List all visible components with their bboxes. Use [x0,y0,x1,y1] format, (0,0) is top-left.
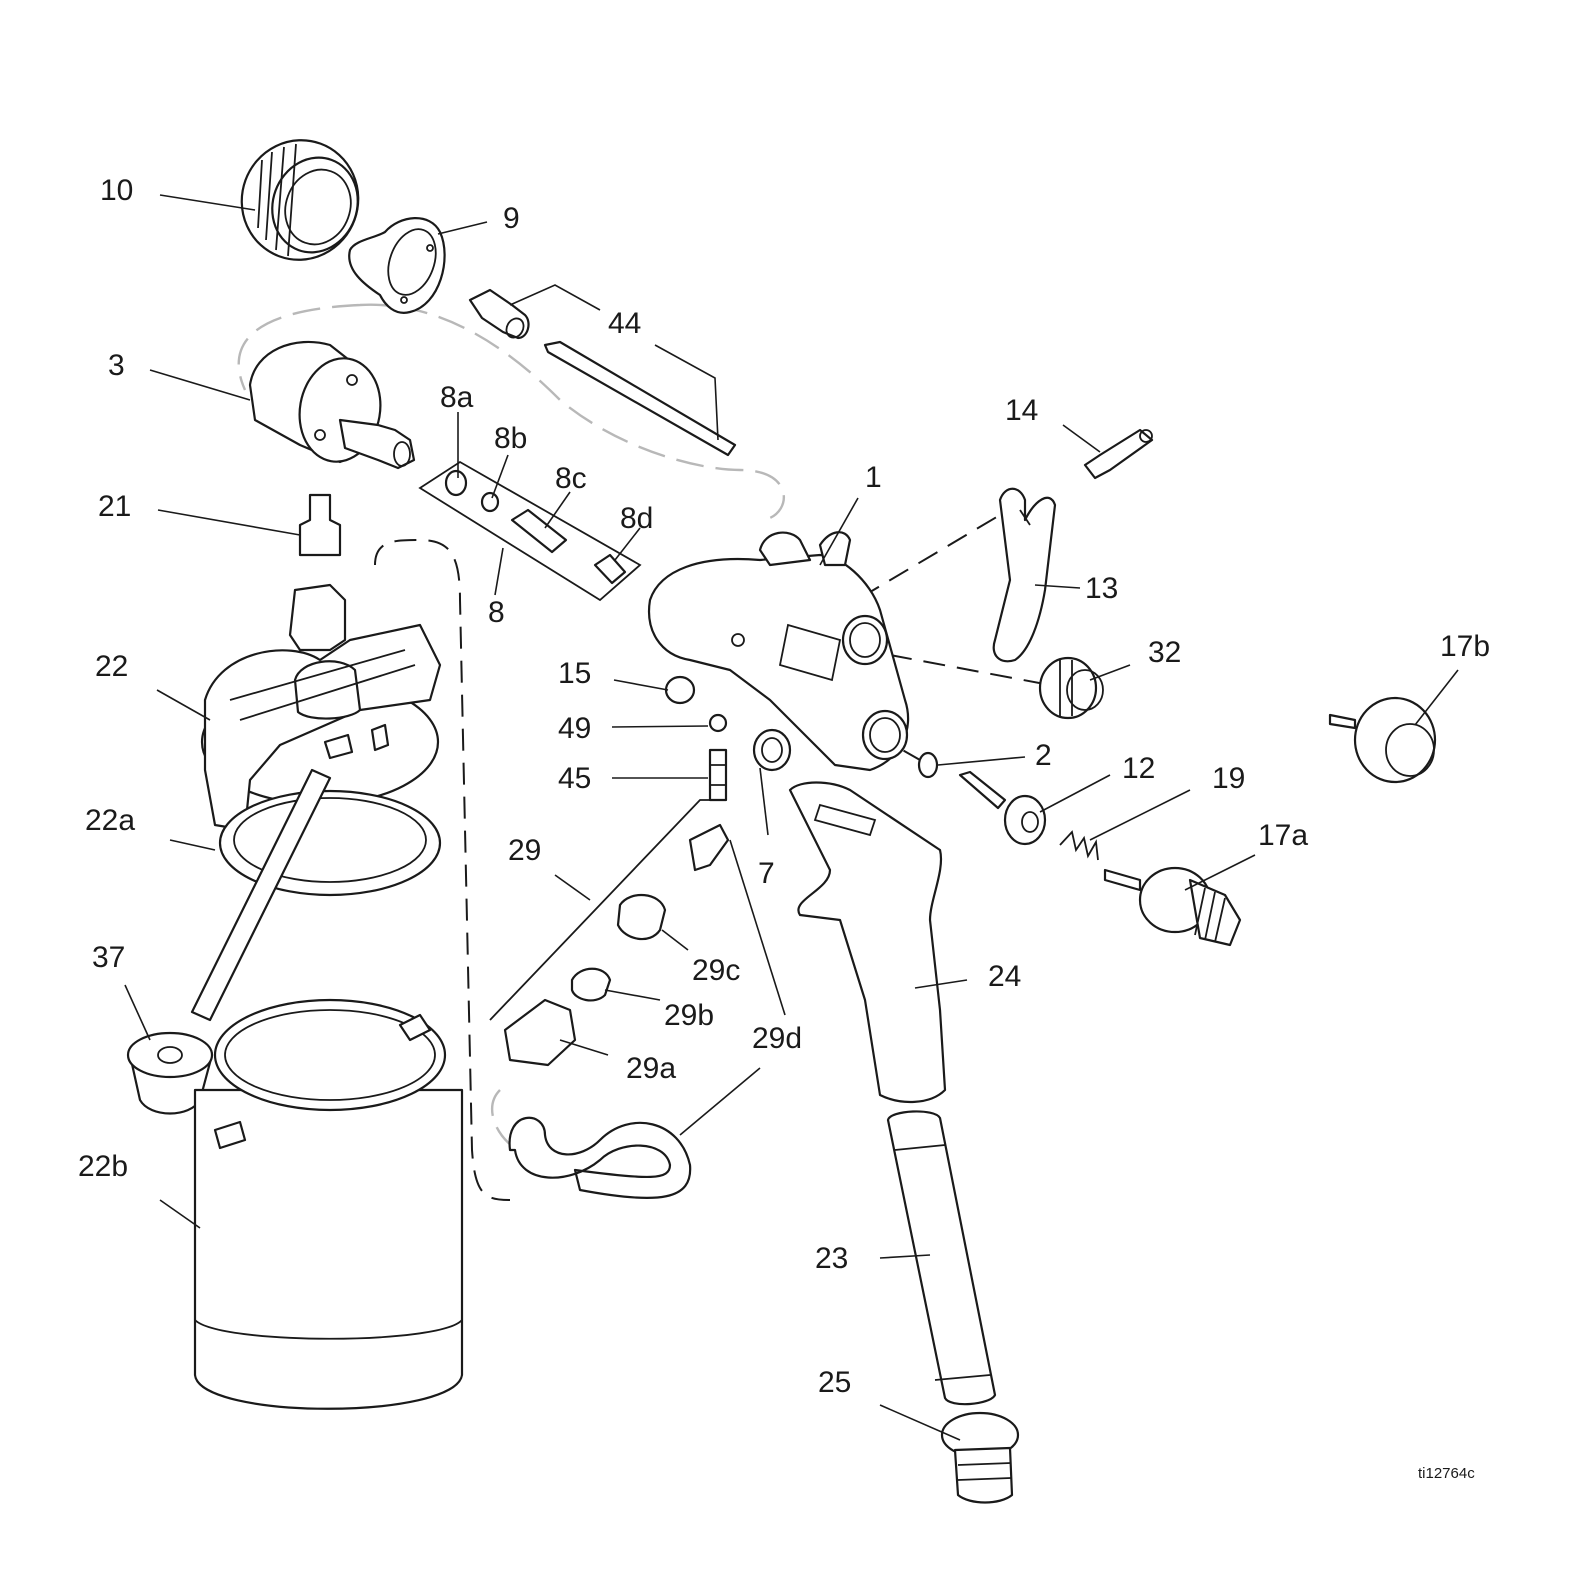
part-1-gun-body [647,531,910,772]
callout-29c: 29c [692,954,740,987]
part-15-plug [664,675,696,705]
part-13-trigger [992,487,1057,663]
callout-29d: 29d [752,1022,802,1055]
part-3-fluid-housing [248,340,416,470]
pickup-tube [190,768,332,1022]
leader-lines [124,194,1459,1441]
callout-22: 22 [95,650,128,683]
callout-17a: 17a [1258,819,1308,852]
drawing-id: ti12764c [1418,1465,1475,1482]
callout-2: 2 [1035,739,1052,772]
part-29-pump-kit [489,799,730,1199]
part-22b-cup [193,998,464,1410]
callout-29a: 29a [626,1052,676,1085]
callout-8: 8 [488,596,505,629]
callout-8d: 8d [620,502,653,535]
part-8c [510,508,568,554]
callout-17b: 17b [1440,630,1490,663]
callout-15: 15 [558,657,591,690]
part-29d-hose [508,1116,692,1199]
callout-14: 14 [1005,394,1038,427]
callout-32: 32 [1148,636,1181,669]
part-29b [570,967,612,1002]
part-2-oring [917,751,939,779]
part-23-tube [886,1110,997,1406]
callout-22b: 22b [78,1150,128,1183]
part-9-air-cap [348,217,446,314]
part-10-retaining-ring [240,139,360,261]
callout-24: 24 [988,960,1021,993]
callout-10: 10 [100,174,133,207]
callout-21: 21 [98,490,131,523]
part-14-pivot-pin [1083,428,1154,480]
callout-7: 7 [758,857,775,890]
callout-13: 13 [1085,572,1118,605]
part-17b-adjuster [1328,696,1437,784]
part-8b [480,491,500,513]
callout-22a: 22a [85,804,135,837]
part-45-fitting [708,748,728,802]
part-22a-gasket [218,789,442,897]
part-8d [593,553,627,585]
callout-25: 25 [818,1366,851,1399]
part-49-oring [708,713,728,733]
part-29c [616,893,667,941]
callout-45: 45 [558,762,591,795]
part-22-cup-lid [200,583,442,832]
part-8-packing-kit [418,460,642,602]
part-17a-adjust-valve [1103,866,1242,947]
trigger-dash-line [859,514,1001,599]
callout-8a: 8a [440,381,474,414]
part-32-knob [1038,656,1104,720]
part-8a [444,469,468,497]
part-21-fitting [298,493,342,557]
callout-23: 23 [815,1242,848,1275]
part-29-elbow [688,823,730,872]
callout-8b: 8b [494,422,527,455]
callout-44: 44 [608,307,641,340]
callout-29b: 29b [664,999,714,1032]
part-29a [503,998,577,1067]
callout-49: 49 [558,712,591,745]
part-12-valve-stem [958,770,1047,846]
callout-37: 37 [92,941,125,974]
part-44-nozzle-needle [468,288,737,457]
callout-8c: 8c [555,462,587,495]
callout-9: 9 [503,202,520,235]
callout-19: 19 [1212,762,1245,795]
part-24-handle [788,781,947,1104]
cap-dash-line [889,654,1051,686]
callout-29: 29 [508,834,541,867]
callout-12: 12 [1122,752,1155,785]
callout-1: 1 [865,461,882,494]
part-19-spring [1059,830,1099,861]
callout-labels: 10 9 44 3 8a 8b 8c 8d 8 21 1 14 13 32 17… [78,174,1490,1482]
cup-assembly-dash [374,538,511,1201]
callout-3: 3 [108,349,125,382]
part-25-adapter [940,1411,1020,1504]
part-7-clip [752,728,792,772]
